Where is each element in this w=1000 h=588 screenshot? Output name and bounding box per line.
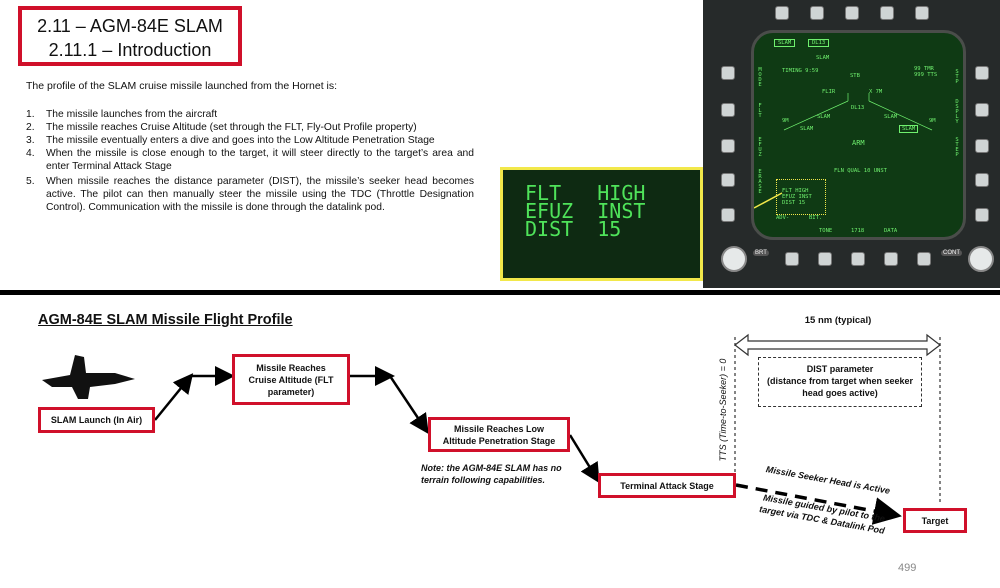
page-number: 499 (898, 562, 917, 574)
mfd-flt-label: FLT (757, 103, 763, 118)
mfd-stp-label: STP (954, 69, 960, 84)
mfd-qual: FLN QUAL 10 UNST (834, 168, 887, 174)
highlight-box (776, 179, 826, 215)
mfd-dsply-label: DSPLY (954, 99, 960, 124)
mfd-bit: BIT. (809, 215, 823, 221)
mfd-adv: ADV- (776, 215, 790, 221)
target-box: Target (903, 508, 967, 533)
mfd-erase-label: ERASE (757, 169, 763, 194)
list-item: 3.The missile eventually enters a dive a… (26, 135, 435, 146)
osb-button[interactable] (818, 252, 832, 266)
mfd-efuz-label: EFUZ (757, 137, 763, 157)
osb-button[interactable] (975, 66, 989, 80)
flow-arrow (388, 375, 429, 435)
mfd-tab: SLAM (774, 39, 796, 47)
mfd-efuz: EFUZ INST (782, 194, 812, 200)
seeker-dashed-path (735, 483, 902, 525)
mfd-screen: SLAM DL13 SLAM MODE FLT EFUZ ERASE STP D… (751, 30, 966, 240)
mfd-code: 1718 (851, 228, 865, 234)
mfd-display: BRT CONT SLAM DL13 SLAM MODE FLT EFUZ ER… (703, 0, 1000, 288)
osb-button[interactable] (845, 6, 859, 20)
osb-button[interactable] (975, 139, 989, 153)
low-alt-box: Missile Reaches Low Altitude Penetration… (428, 417, 570, 452)
osb-button[interactable] (915, 6, 929, 20)
range-double-arrow (734, 333, 941, 357)
osb-button[interactable] (721, 66, 735, 80)
mfd-tmr: 99 TMR (914, 66, 934, 72)
mfd-slam: SLAM (817, 114, 831, 120)
subsection-title: 2.11.1 – Introduction (48, 40, 212, 60)
list-item: 5.When missile reaches the distance para… (26, 176, 474, 213)
mfd-flir: FLIR (822, 89, 836, 95)
cruise-box: Missile Reaches Cruise Altitude (FLT par… (232, 354, 350, 405)
jet-silhouette-icon (42, 355, 135, 399)
tts-label: TTS (Time-to-Seeker) = 0 (718, 358, 728, 462)
mfd-stb: STB (850, 73, 860, 79)
mfd-data: DATA (884, 228, 898, 234)
mfd-flt: FLT HIGH (782, 188, 809, 194)
osb-button[interactable] (975, 103, 989, 117)
mfd-tts: 999 TTS (914, 72, 938, 78)
contrast-knob[interactable] (968, 246, 994, 272)
osb-button[interactable] (785, 252, 799, 266)
mfd-arm: ARM (852, 139, 865, 147)
mfd-9m: 9M (929, 118, 936, 124)
mfd-slam: SLAM (800, 126, 814, 132)
flow-arrow (154, 373, 194, 421)
osb-button[interactable] (880, 6, 894, 20)
list-item: 2.The missile reaches Cruise Altitude (s… (26, 122, 417, 133)
mfd-x7m: X 7M (869, 89, 883, 95)
note-text: Note: the AGM-84E SLAM has no terrain fo… (421, 463, 562, 485)
cont-label: CONT (941, 250, 962, 256)
mfd-tab: DL13 (808, 39, 830, 47)
osb-button[interactable] (721, 139, 735, 153)
dist-parameter-box: DIST parameter (distance from target when… (758, 357, 922, 407)
intro-text: The profile of the SLAM cruise missile l… (26, 80, 338, 92)
diagram-title: AGM-84E SLAM Missile Flight Profile (38, 312, 293, 328)
osb-button[interactable] (851, 252, 865, 266)
flow-diagram (42, 333, 941, 525)
section-divider (0, 290, 1000, 295)
range-label: 15 nm (typical) (804, 315, 872, 326)
brightness-knob[interactable] (721, 246, 747, 272)
mfd-slam: SLAM (899, 125, 919, 133)
list-item: 4.When the missile is close enough to th… (26, 148, 474, 172)
brt-label: BRT (753, 250, 769, 256)
mfd-timing: TIMING 9:59 (782, 68, 819, 74)
mfd-tone: TONE (819, 228, 833, 234)
osb-button[interactable] (975, 208, 989, 222)
mfd-symbology (754, 93, 933, 209)
mfd-step-label: STEP (954, 137, 960, 157)
osb-button[interactable] (975, 173, 989, 187)
mfd-dl13: DL13 (851, 105, 865, 111)
mfd-mode-label: MODE (757, 67, 763, 87)
steps-list: 1.The missile launches from the aircraft… (26, 108, 474, 214)
flow-arrow (568, 434, 600, 484)
dist-title: DIST parameter (806, 364, 874, 374)
osb-button[interactable] (810, 6, 824, 20)
section-title: 2.11 – AGM-84E SLAM (37, 16, 223, 36)
mfd-dist: DIST 15 (782, 200, 806, 206)
mfd-9m: 9M (782, 118, 789, 124)
osb-button[interactable] (721, 103, 735, 117)
osb-button[interactable] (884, 252, 898, 266)
dist-desc: (distance from target when seeker head g… (766, 376, 914, 398)
mfd-slam: SLAM (884, 114, 898, 120)
osb-button[interactable] (721, 208, 735, 222)
launch-box: SLAM Launch (In Air) (38, 407, 155, 433)
terminal-box: Terminal Attack Stage (598, 473, 736, 498)
section-title-box: 2.11 – AGM-84E SLAM 2.11.1 – Introductio… (18, 6, 242, 66)
osb-button[interactable] (917, 252, 931, 266)
list-item: 1.The missile launches from the aircraft (26, 109, 218, 120)
osb-button[interactable] (721, 173, 735, 187)
osb-button[interactable] (775, 6, 789, 20)
mfd-title: SLAM (816, 55, 830, 61)
